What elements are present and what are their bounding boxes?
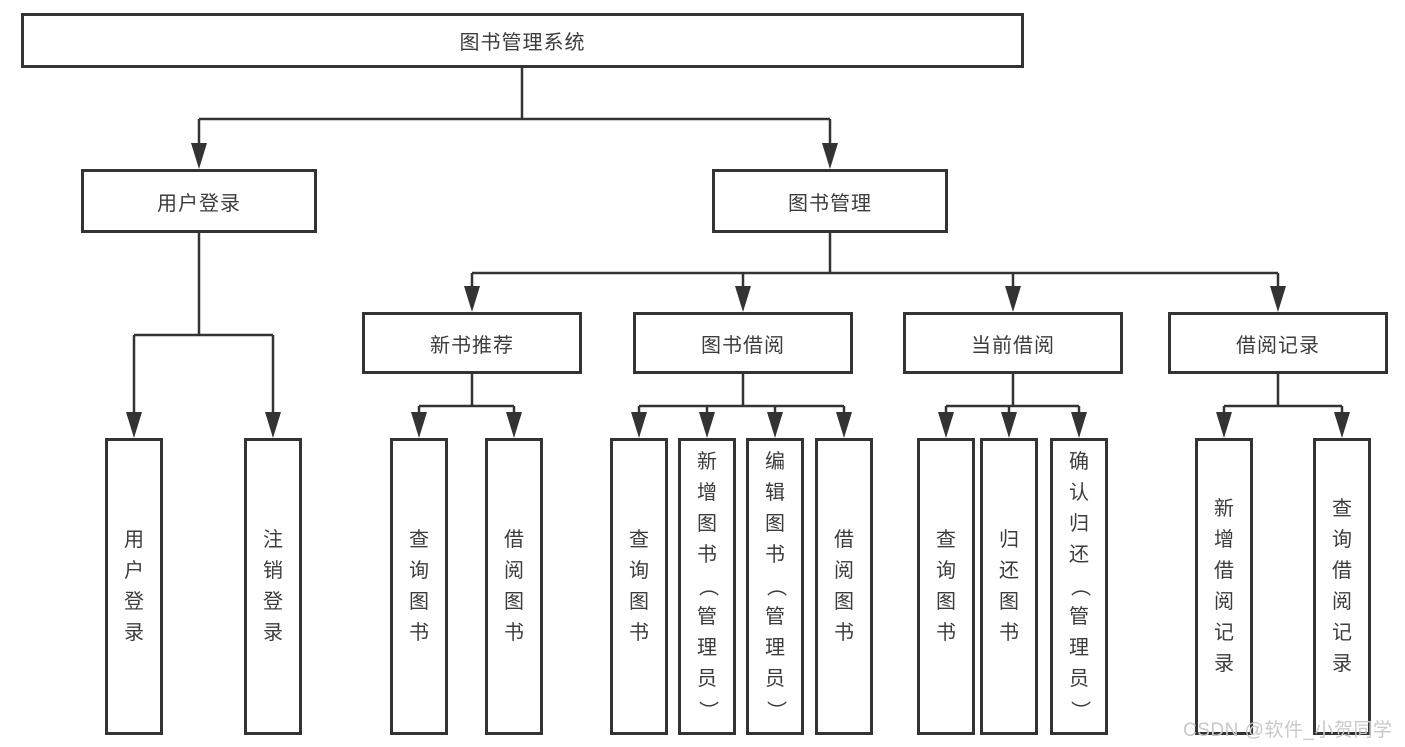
leaf-query-books-recommend: 查询图书 [390,438,448,735]
node-borrow-records: 借阅记录 [1168,312,1388,374]
leaf-logout: 注销登录 [244,438,302,735]
node-new-book-recommend: 新书推荐 [362,312,582,374]
leaf-borrow-books: 借阅图书 [815,438,873,735]
leaf-add-borrow-record: 新增借阅记录 [1195,438,1253,735]
csdn-watermark: CSDN @软件_小贺同学 [1183,720,1393,741]
leaf-query-borrow-record: 查询借阅记录 [1313,438,1371,735]
leaf-borrow-books-recommend: 借阅图书 [485,438,543,735]
node-root-library-system: 图书管理系统 [21,13,1024,68]
leaf-query-books-borrow: 查询图书 [610,438,668,735]
leaf-user-login: 用户登录 [105,438,163,735]
leaf-return-books: 归还图书 [980,438,1038,735]
leaf-confirm-return-admin: 确认归还（管理员） [1050,438,1108,735]
node-user-login-branch: 用户登录 [81,169,317,233]
leaf-edit-books-admin: 编辑图书（管理员） [746,438,804,735]
node-book-management-branch: 图书管理 [712,169,948,233]
node-current-borrow: 当前借阅 [903,312,1123,374]
node-book-borrow: 图书借阅 [633,312,853,374]
leaf-add-books-admin: 新增图书（管理员） [678,438,736,735]
leaf-query-books-current: 查询图书 [917,438,975,735]
